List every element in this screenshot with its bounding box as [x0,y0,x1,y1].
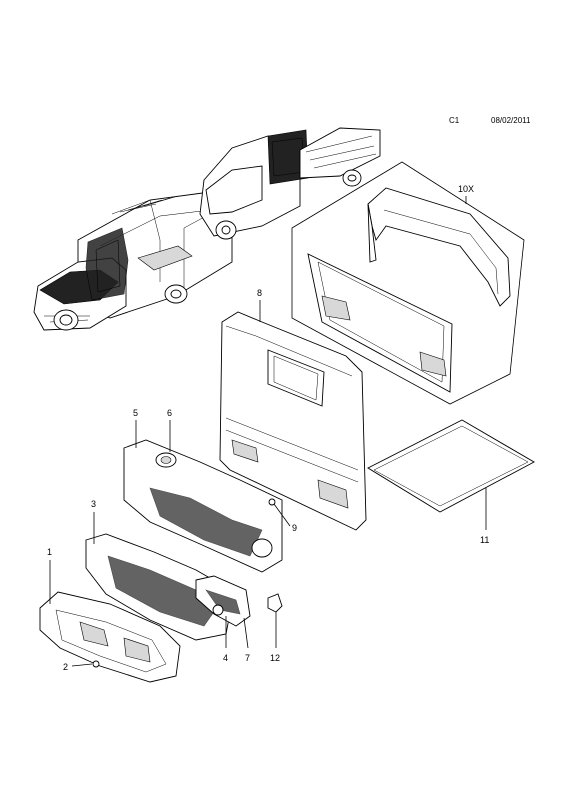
diagram-code: C1 [449,116,460,125]
callout-11: 11 [480,535,489,545]
callout-12: 12 [270,653,280,663]
dash-insulation-5-illustration [123,439,283,573]
callout-8: 8 [257,288,262,298]
callout-3: 3 [91,499,96,509]
callout-7: 7 [245,653,250,663]
dash-insulation-1-illustration [39,591,181,683]
dash-insulation-7-illustration [195,575,251,627]
small-parts-illustration [92,498,283,668]
callout-9: 9 [292,523,297,533]
callout-10x: 10X [458,184,474,194]
leader-lines [49,196,487,667]
floor-mat-illustration [367,419,535,513]
bulkhead-kit-box [291,161,525,405]
callouts: 1 2 3 4 5 6 7 8 9 10X 11 12 [47,184,489,672]
diagram-date: 08/02/2011 [491,116,531,125]
dash-insulation-3-illustration [85,533,235,641]
van-panel-van-illustration [33,191,233,331]
callout-4: 4 [223,653,228,663]
callout-5: 5 [133,408,138,418]
cab-rear-panel-illustration [219,311,367,531]
callout-1: 1 [47,547,52,557]
van-chassis-cab-illustration [199,127,381,240]
callout-2: 2 [63,662,68,672]
callout-6: 6 [167,408,172,418]
